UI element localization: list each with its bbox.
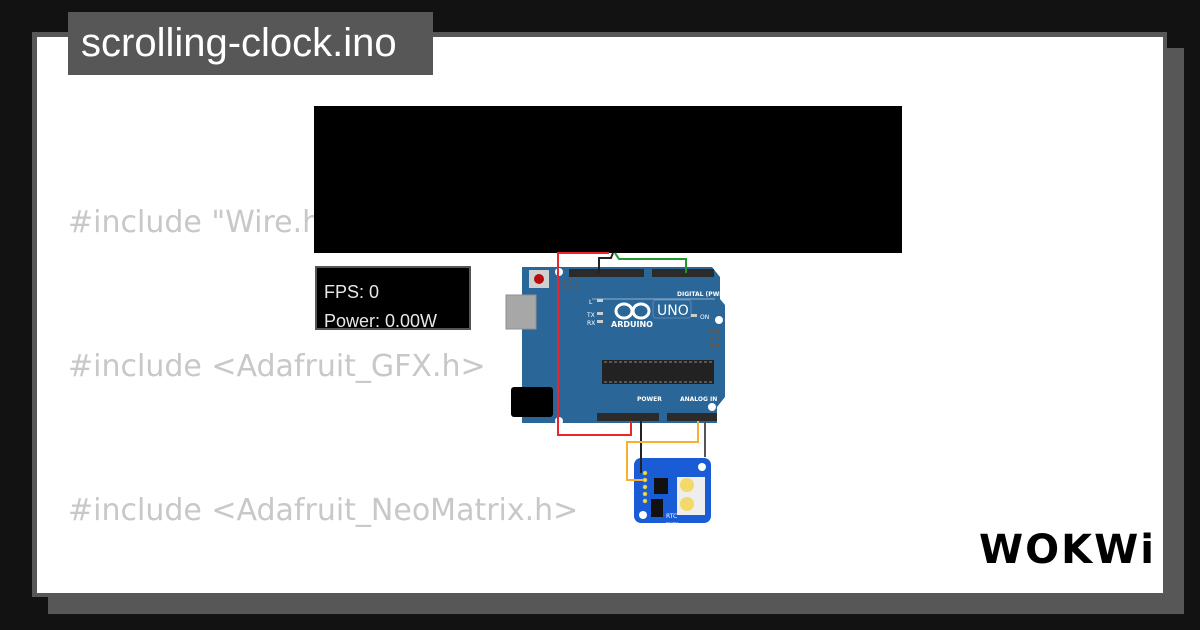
l-led-label: L (589, 299, 593, 306)
on-label: ON (700, 314, 709, 321)
5v-wire[interactable] (557, 252, 632, 436)
tx-led-label: TX (586, 312, 595, 319)
code-background: #include "Wire.h" #include <Adafruit_GFX… (68, 103, 578, 593)
analog-label: ANALOG IN (680, 396, 717, 403)
rtc-chip-label: DS1307 (666, 521, 678, 525)
power-label: POWER (637, 396, 662, 403)
gnd-wire[interactable] (598, 252, 614, 273)
digital-header-2 (652, 269, 714, 277)
arduino-uno-board[interactable]: DIGITAL (PWM ~) ARDUINO UNO ON L TX RX P… (505, 267, 735, 425)
atmega-chip (602, 360, 714, 384)
analog-header (667, 413, 717, 421)
simulation-diagram: DIGITAL (PWM ~) ARDUINO UNO ON L TX RX P… (314, 106, 902, 525)
data-wire[interactable] (614, 252, 687, 273)
usb-connector (505, 294, 537, 330)
fps-readout: FPS: 0 (324, 282, 380, 302)
board-model: UNO (657, 303, 689, 319)
rtc-label: RTC (666, 513, 677, 520)
board-brand: ARDUINO (611, 320, 653, 329)
simulation-stats-panel: FPS: 0 Power: 0.00W (315, 266, 471, 331)
led-matrix-display[interactable] (314, 106, 902, 253)
power-header (597, 413, 659, 421)
power-readout: Power: 0.00W (324, 311, 438, 331)
arduino-logo (614, 302, 651, 320)
project-title: scrolling-clock.ino (68, 12, 433, 75)
rx-led-label: RX (587, 320, 595, 327)
rtc-ds1307-module[interactable]: RTC DS1307 (634, 458, 711, 525)
frame-shadow-bottom (48, 597, 1184, 614)
wokwi-logo: WOKWi (979, 527, 1156, 573)
frame-shadow-right (1167, 48, 1184, 613)
project-canvas: #include "Wire.h" #include <Adafruit_GFX… (37, 37, 1163, 593)
code-line: #include <Adafruit_GFX.h> (68, 349, 486, 384)
digital-label: DIGITAL (PWM ~) (677, 291, 735, 298)
digital-header-1 (569, 269, 644, 277)
code-line: #include <Adafruit_NeoMatrix.h> (68, 493, 579, 528)
power-jack (511, 387, 553, 417)
i2c-wire-sda[interactable] (626, 421, 699, 481)
